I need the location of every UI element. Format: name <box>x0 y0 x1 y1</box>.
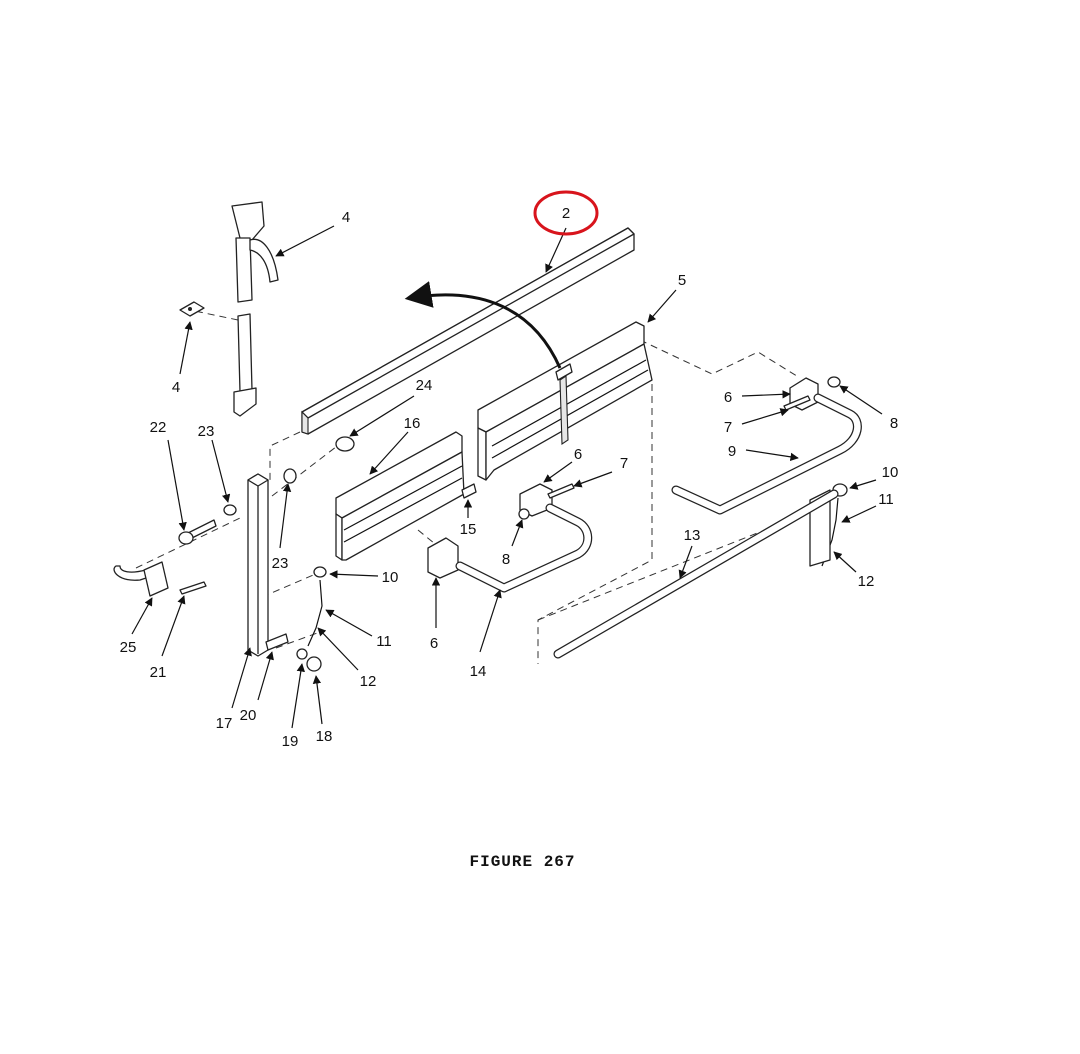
callout-8-right: 8 <box>890 415 898 432</box>
callout-10-center: 10 <box>382 569 399 586</box>
callout-16: 16 <box>404 415 421 432</box>
callout-4-top: 4 <box>342 209 350 226</box>
callout-21: 21 <box>150 664 167 681</box>
callout-22: 22 <box>150 419 167 436</box>
callout-labels: 2 4 4 5 6 6 6 7 7 8 8 9 10 10 11 11 12 1… <box>120 205 899 750</box>
callout-6-bottom: 6 <box>430 635 438 652</box>
callout-2: 2 <box>562 205 570 222</box>
figure-caption: FIGURE 267 <box>469 853 576 871</box>
tubes <box>455 393 862 659</box>
callout-12-center: 12 <box>360 673 377 690</box>
callout-11-right: 11 <box>878 491 894 508</box>
callout-6-center: 6 <box>574 446 582 463</box>
part-4-strap <box>179 201 279 417</box>
callout-14: 14 <box>470 663 487 680</box>
callout-23-bottom: 23 <box>272 555 289 572</box>
part-17-post <box>247 473 269 657</box>
callout-11-center: 11 <box>376 633 392 650</box>
leader-lines <box>131 225 883 729</box>
callout-24: 24 <box>416 377 433 394</box>
callout-18: 18 <box>316 728 333 745</box>
hardware <box>113 376 848 672</box>
callout-7-right: 7 <box>724 419 732 436</box>
callout-19: 19 <box>282 733 299 750</box>
callout-25: 25 <box>120 639 137 656</box>
callout-10-right: 10 <box>882 464 899 481</box>
part-5-side-panel <box>477 321 653 481</box>
callout-4-bracket: 4 <box>172 379 180 396</box>
highlight-circle <box>533 190 599 236</box>
callout-20: 20 <box>240 707 257 724</box>
callout-23-top: 23 <box>198 423 215 440</box>
callout-8-center: 8 <box>502 551 510 568</box>
callout-6-right: 6 <box>724 389 732 406</box>
part-2-top-rail <box>301 227 635 435</box>
callout-15: 15 <box>460 521 477 538</box>
rotation-arrow <box>404 281 562 369</box>
part-16-side-panel <box>335 431 465 561</box>
callout-5: 5 <box>678 272 686 289</box>
callout-13: 13 <box>684 527 701 544</box>
callout-12-right: 12 <box>858 573 875 590</box>
callout-7-center: 7 <box>620 455 628 472</box>
callout-17: 17 <box>216 715 233 732</box>
callout-9: 9 <box>728 443 736 460</box>
